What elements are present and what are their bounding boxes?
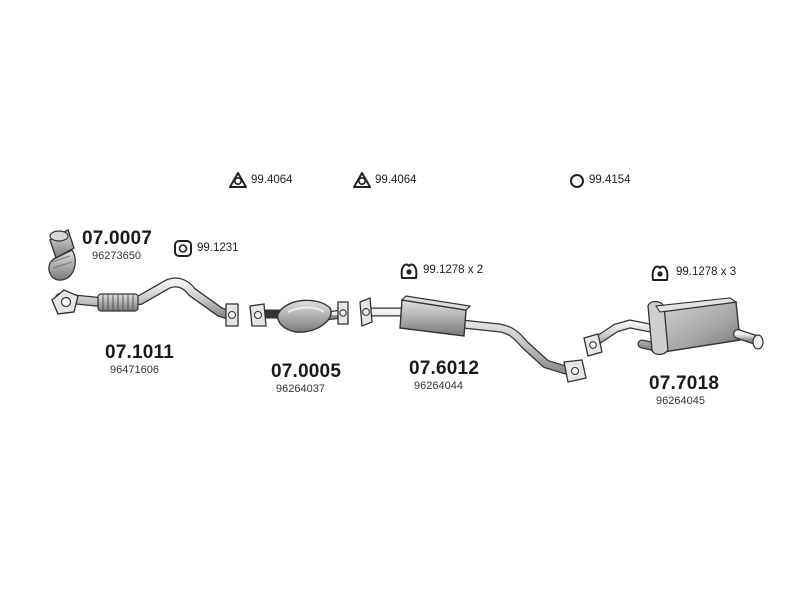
oe-number: 96264044 — [414, 380, 463, 392]
rubber-mount-icon — [174, 240, 192, 257]
triangle-gasket-icon — [353, 172, 371, 188]
rubber-hanger-icon — [651, 265, 669, 281]
oe-number: 96264037 — [276, 383, 325, 395]
hardware-label: 99.4154 — [589, 174, 631, 186]
rear-silencer-icon — [583, 297, 764, 357]
middle-silencer-icon — [359, 295, 587, 383]
part-number: 07.1011 — [105, 342, 175, 363]
part-number: 07.0005 — [271, 361, 342, 382]
ring-gasket-icon — [570, 174, 584, 188]
catalytic-converter-icon — [48, 229, 76, 281]
catalytic-converter-icon — [249, 299, 349, 333]
front-pipe-icon — [51, 277, 239, 327]
part-number: 07.7018 — [649, 373, 720, 394]
triangle-gasket-icon — [229, 172, 247, 188]
oe-number: 96264045 — [656, 395, 705, 407]
oe-number: 96273650 — [92, 250, 141, 262]
hardware-label: 99.1278 x 2 — [423, 264, 484, 276]
hardware-label: 99.1231 — [197, 242, 239, 254]
rubber-hanger-icon — [400, 263, 418, 279]
part-number: 07.0007 — [82, 228, 153, 249]
hardware-label: 99.4064 — [375, 174, 417, 186]
oe-number: 96471606 — [110, 364, 159, 376]
hardware-label: 99.4064 — [251, 174, 293, 186]
hardware-label: 99.1278 x 3 — [676, 266, 737, 278]
part-number: 07.6012 — [409, 358, 480, 379]
